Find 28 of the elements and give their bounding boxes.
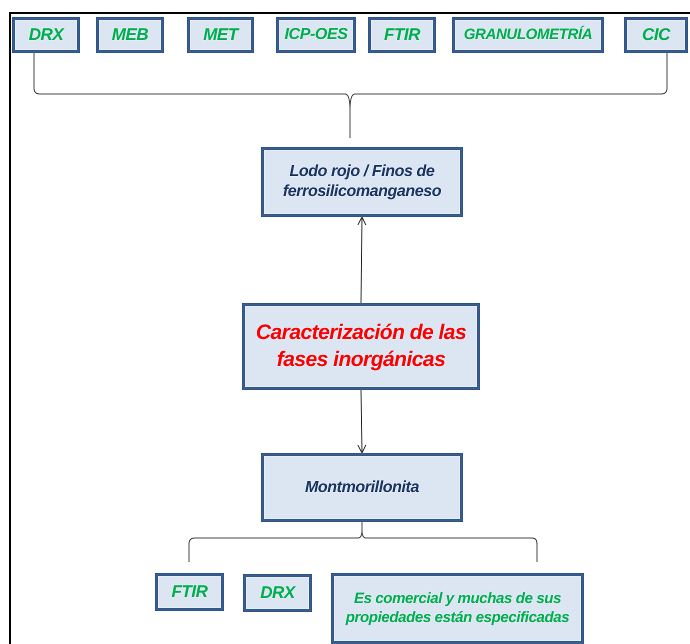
process-box [331,573,584,644]
arrow [357,216,366,304]
box-label: Es comercial y muchas de sus propiedades están especificadas [344,590,570,628]
process-box [155,573,224,611]
box-label: Montmorillonita [305,478,419,498]
box-label: DRX [260,582,295,604]
process-box [261,147,463,217]
box-label: FTIR [384,24,420,46]
box-label: FTIR [171,581,208,603]
process-box [276,17,356,53]
box-label: DRX [28,24,64,46]
process-box [243,574,312,612]
box-label: MET [203,24,238,46]
process-box [452,17,604,53]
box-label: GRANULOMETRÍA [464,26,592,44]
process-box [242,303,480,390]
box-label: Lodo rojo / Finos de ferrosilicomanganeso [282,162,442,202]
box-label: ICP-OES [284,25,348,45]
box-label: MEB [112,24,148,46]
process-box [187,17,254,53]
arrow [357,390,366,454]
box-label: Caracterización de las fases inorgánicas [254,320,468,372]
process-box [261,453,463,522]
box-label: CIC [642,24,670,46]
process-box [96,17,164,53]
process-box [624,17,688,53]
process-box [368,17,436,53]
process-box [12,17,80,53]
